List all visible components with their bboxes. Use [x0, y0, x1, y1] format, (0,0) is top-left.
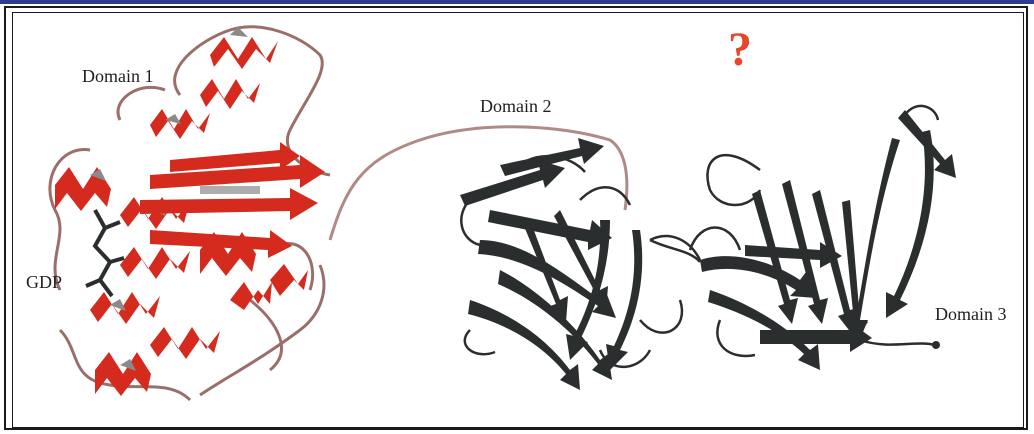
question-mark: ?	[728, 22, 752, 77]
gdp-label: GDP	[26, 272, 62, 293]
domain-3-structure	[650, 106, 956, 370]
domain-3-terminus	[932, 341, 940, 349]
domain-2-strands	[460, 138, 642, 390]
domain-2-label: Domain 2	[480, 96, 552, 117]
domain-3-label: Domain 3	[935, 304, 1007, 325]
domain-3-strands	[700, 110, 956, 370]
domain-2-structure	[460, 138, 700, 390]
domain-1-label: Domain 1	[82, 66, 154, 87]
gdp-ligand	[86, 210, 124, 296]
